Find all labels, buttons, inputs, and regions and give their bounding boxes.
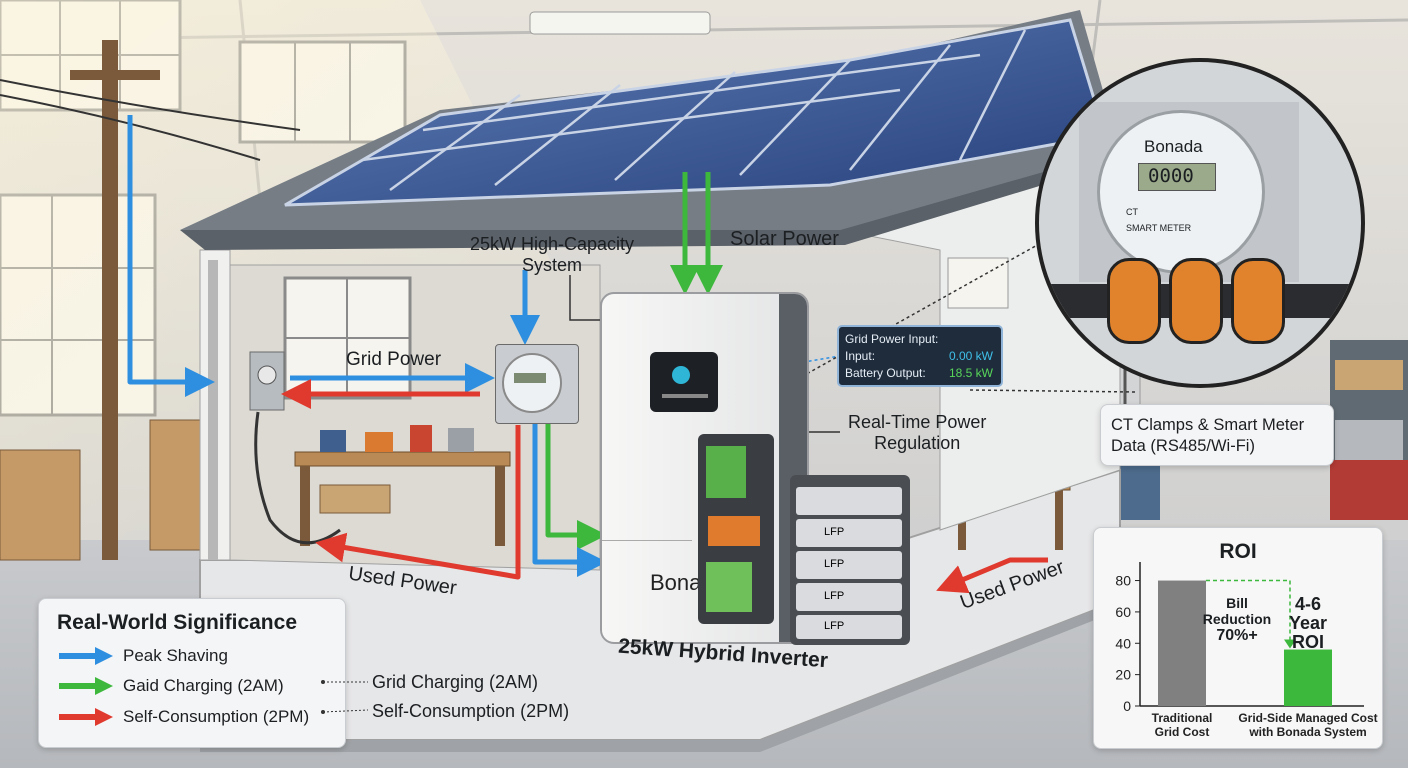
realtime-regulation-label: Real-Time Power Regulation — [848, 412, 987, 453]
payback-label: 4-6 — [1295, 594, 1321, 614]
solar-array — [284, 18, 1107, 207]
significance-item-label: Self-Consumption (2PM) — [123, 707, 310, 726]
grid-power-label: Grid Power — [346, 349, 442, 370]
system-label: 25kW High-Capacity System — [470, 234, 635, 275]
grid-power-display: Grid Power Input: Input: 0.00 kW Battery… — [837, 325, 1003, 387]
ct-clamp-1 — [1107, 258, 1161, 344]
used-power-arrow-right — [936, 557, 1048, 594]
grid-arrow-pole — [127, 115, 215, 397]
ct-clamp-3 — [1231, 258, 1285, 344]
display-input-value: 0.00 kW — [948, 349, 993, 363]
x-tick-label: Traditional — [1152, 711, 1213, 725]
significance-item: Peak Shaving — [57, 645, 228, 667]
ct-clamps-label: CT Clamps & Smart Meter Data (RS485/Wi-F… — [1111, 416, 1305, 455]
meter-to-inverter-green — [545, 420, 607, 550]
x-tick-label: Grid-Side Managed Cost — [1238, 711, 1377, 725]
solar-power-label: Solar Power — [730, 228, 839, 250]
inverter-screen — [650, 352, 718, 412]
inverter-internals — [698, 434, 774, 624]
reduction-arrowhead — [1284, 639, 1296, 649]
payback-label: ROI — [1292, 632, 1324, 652]
bar — [1284, 649, 1332, 706]
x-tick-label: Grid Cost — [1155, 725, 1210, 739]
bill-reduction-label: Bill — [1226, 595, 1248, 611]
meter-dial: Bonada 0000 CT SMART METER — [1097, 110, 1265, 274]
meter-to-inverter-blue — [532, 420, 607, 577]
y-tick-label: 0 — [1123, 698, 1131, 714]
legend-arrow-icon — [59, 677, 113, 695]
battery-stack: LFP LFP LFP LFP — [790, 475, 910, 645]
x-tick-label: with Bonada System — [1248, 725, 1366, 739]
significance-note: Grid Charging (2AM) — [372, 672, 539, 692]
display-battery-value: 18.5 kW — [948, 366, 993, 380]
meter-sub2: SMART METER — [1126, 223, 1192, 233]
chart-title: ROI — [1219, 540, 1256, 563]
ct-clamps-callout: CT Clamps & Smart Meter Data (RS485/Wi-F… — [1100, 404, 1334, 466]
display-battery-label: Battery Output: — [845, 366, 926, 380]
significance-item-label: Peak Shaving — [123, 646, 228, 665]
meter-brand: Bonada — [1144, 137, 1203, 156]
legend-arrow-icon — [59, 647, 113, 665]
battery-cell-label: LFP — [824, 590, 845, 602]
smart-meter — [495, 344, 579, 424]
bill-reduction-label: Reduction — [1203, 611, 1271, 627]
y-tick-label: 40 — [1115, 635, 1131, 651]
smart-meter-zoom: Bonada 0000 CT SMART METER — [1035, 58, 1365, 388]
hybrid-inverter: Bonada — [600, 292, 809, 644]
significance-panel: Real-World Significance Peak Shaving Gai… — [38, 598, 346, 748]
battery-cell-label: LFP — [824, 558, 845, 570]
significance-item: Self-Consumption (2PM) — [57, 706, 309, 728]
legend-arrow-icon — [59, 708, 113, 726]
significance-note: Self-Consumption (2PM) — [372, 701, 570, 721]
workbench — [294, 425, 511, 546]
payback-label: Year — [1289, 613, 1327, 633]
note-leaders — [321, 680, 369, 714]
battery-cell-label: LFP — [824, 526, 845, 538]
significance-item: Gaid Charging (2AM) — [57, 675, 284, 697]
significance-title: Real-World Significance — [57, 611, 297, 634]
significance-item-label: Gaid Charging (2AM) — [123, 676, 284, 695]
meter-sub1: CT — [1126, 207, 1138, 217]
display-input-label: Input: — [845, 349, 876, 363]
y-tick-label: 80 — [1115, 573, 1131, 589]
bill-reduction-label: 70%+ — [1216, 627, 1257, 644]
reduction-leader — [1206, 579, 1291, 642]
ct-clamp-2 — [1169, 258, 1223, 344]
y-tick-label: 20 — [1115, 667, 1131, 683]
meter-reading: 0000 — [1148, 165, 1194, 187]
y-tick-label: 60 — [1115, 604, 1131, 620]
display-title: Grid Power Input: — [845, 332, 939, 346]
used-power-arrow-left — [315, 425, 521, 580]
battery-cell-label: LFP — [824, 620, 845, 632]
bar — [1158, 580, 1206, 706]
